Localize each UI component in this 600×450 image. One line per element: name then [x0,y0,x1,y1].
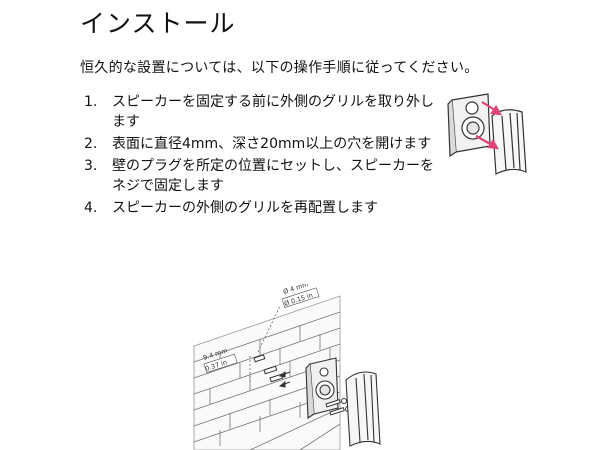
step-item: 2. 表面に直径4mm、深さ20mm以上の穴を開けます [80,134,442,154]
step-number: 1. [84,94,98,110]
grille-removal-illustration [447,93,527,175]
step-text: 表面に直径4mm、深さ20mm以上の穴を開けます [112,136,432,152]
step-text: 壁のプラグを所定の位置にセットし、スピーカーをネジで固定します [112,158,434,194]
step-number: 2. [84,136,98,152]
step-text: スピーカーの外側のグリルを再配置します [112,200,378,216]
instruction-steps: 1. スピーカーを固定する前に外側のグリルを取り外します 2. 表面に直径4mm… [80,92,442,220]
step-item: 3. 壁のプラグを所定の位置にセットし、スピーカーをネジで固定します [80,156,442,196]
hole-diameter-mm: Ø 4 mm [282,284,309,296]
wall-mount-diagram: Ø 4 mm Ø 0.15 in 9.4 mm 0.37 in [193,284,381,450]
speaker-unit [305,357,339,420]
dimension-lines [249,305,281,384]
wall-plugs [253,354,284,383]
page-title: インストール [80,9,236,38]
step-number: 3. [84,158,98,174]
grille-cover [345,371,381,447]
removal-arrow-icon [475,101,503,150]
hole-diameter-label: Ø 4 mm Ø 0.15 in [281,284,320,308]
step-number: 4. [84,200,98,216]
grille-panel [491,109,527,175]
speaker-body [447,93,491,158]
step-text: スピーカーを固定する前に外側のグリルを取り外します [112,94,434,130]
step-item: 4. スピーカーの外側のグリルを再配置します [80,198,442,218]
screw-arrow-icon [278,370,291,388]
intro-text: 恒久的な設置については、以下の操作手順に従ってください。 [80,60,479,76]
step-item: 1. スピーカーを固定する前に外側のグリルを取り外します [80,92,442,132]
